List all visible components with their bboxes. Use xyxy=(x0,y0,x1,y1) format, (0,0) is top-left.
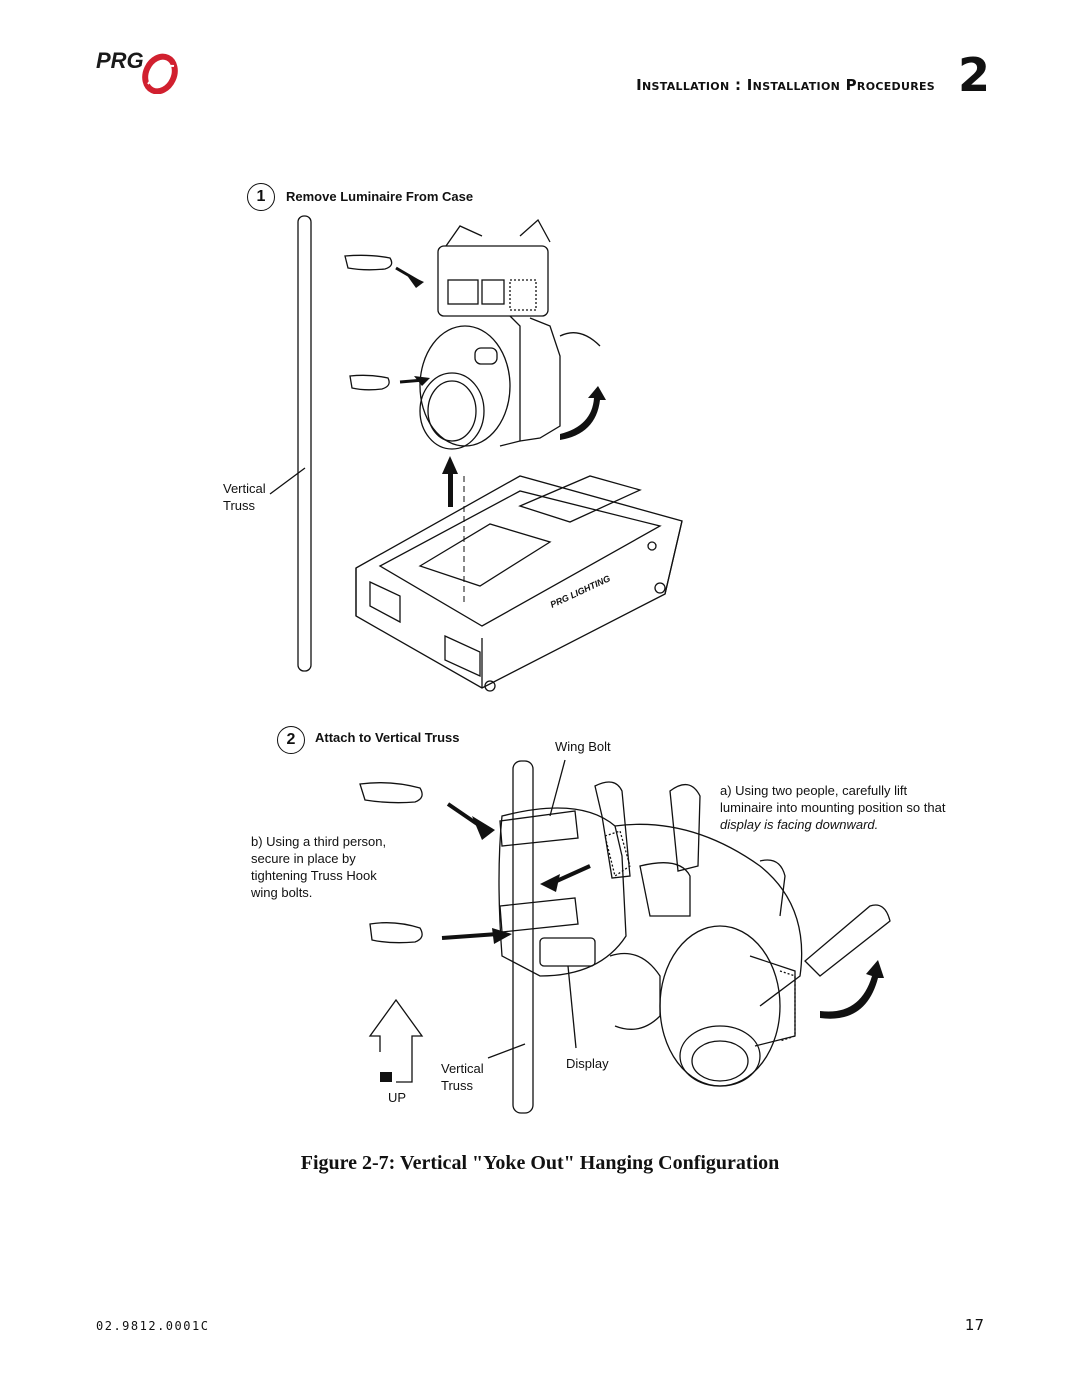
display-panel xyxy=(539,937,596,967)
note-a: a) Using two people, carefully lift lumi… xyxy=(720,783,946,832)
luminaire-head-2 xyxy=(659,925,781,1087)
luminaire-base-1 xyxy=(437,245,549,317)
truss-clamp xyxy=(499,897,579,933)
document-number: 02.9812.0001C xyxy=(96,1319,210,1333)
case-logo-text: PRG LIGHTING xyxy=(549,573,612,610)
logo-ring-icon xyxy=(142,53,178,95)
up-arrow-icon xyxy=(368,998,424,1083)
truss-clamp xyxy=(499,810,579,847)
step-2-badge: 2 xyxy=(277,726,305,754)
display-label: Display xyxy=(566,1056,609,1071)
hand-icon xyxy=(359,782,423,804)
page-number: 17 xyxy=(964,1316,984,1334)
luminaire-base-2 xyxy=(498,807,627,977)
vertical-truss-2 xyxy=(512,760,534,1114)
installation-diagram: PRG LIGHTING xyxy=(269,215,891,1114)
vertical-truss-1 xyxy=(297,215,312,672)
up-label: UP xyxy=(388,1090,407,1105)
step-1-title: Remove Luminaire From Case xyxy=(286,189,474,204)
hand-icon xyxy=(344,254,393,271)
note-b: b) Using a third person, secure in place… xyxy=(251,834,387,900)
step-1-badge: 1 xyxy=(247,183,275,211)
logo-text: PRG xyxy=(96,48,144,73)
hand-icon xyxy=(369,922,423,944)
hand-icon xyxy=(349,374,390,391)
chapter-number: 2 xyxy=(958,48,991,102)
shipping-case xyxy=(355,475,683,692)
step-2-title: Attach to Vertical Truss xyxy=(315,730,460,745)
section-title: Installation : Installation Procedures xyxy=(636,76,935,94)
vertical-truss-label-1: Vertical Truss xyxy=(223,481,266,513)
figure-caption: Figure 2-7: Vertical "Yoke Out" Hanging … xyxy=(300,1152,780,1174)
figure-illustration: PRG LIGHTING xyxy=(220,176,980,1126)
vertical-truss-label-2: Vertical Truss xyxy=(441,1061,484,1093)
prg-logo: PRG xyxy=(96,44,186,95)
wing-bolt-label: Wing Bolt xyxy=(555,739,611,754)
